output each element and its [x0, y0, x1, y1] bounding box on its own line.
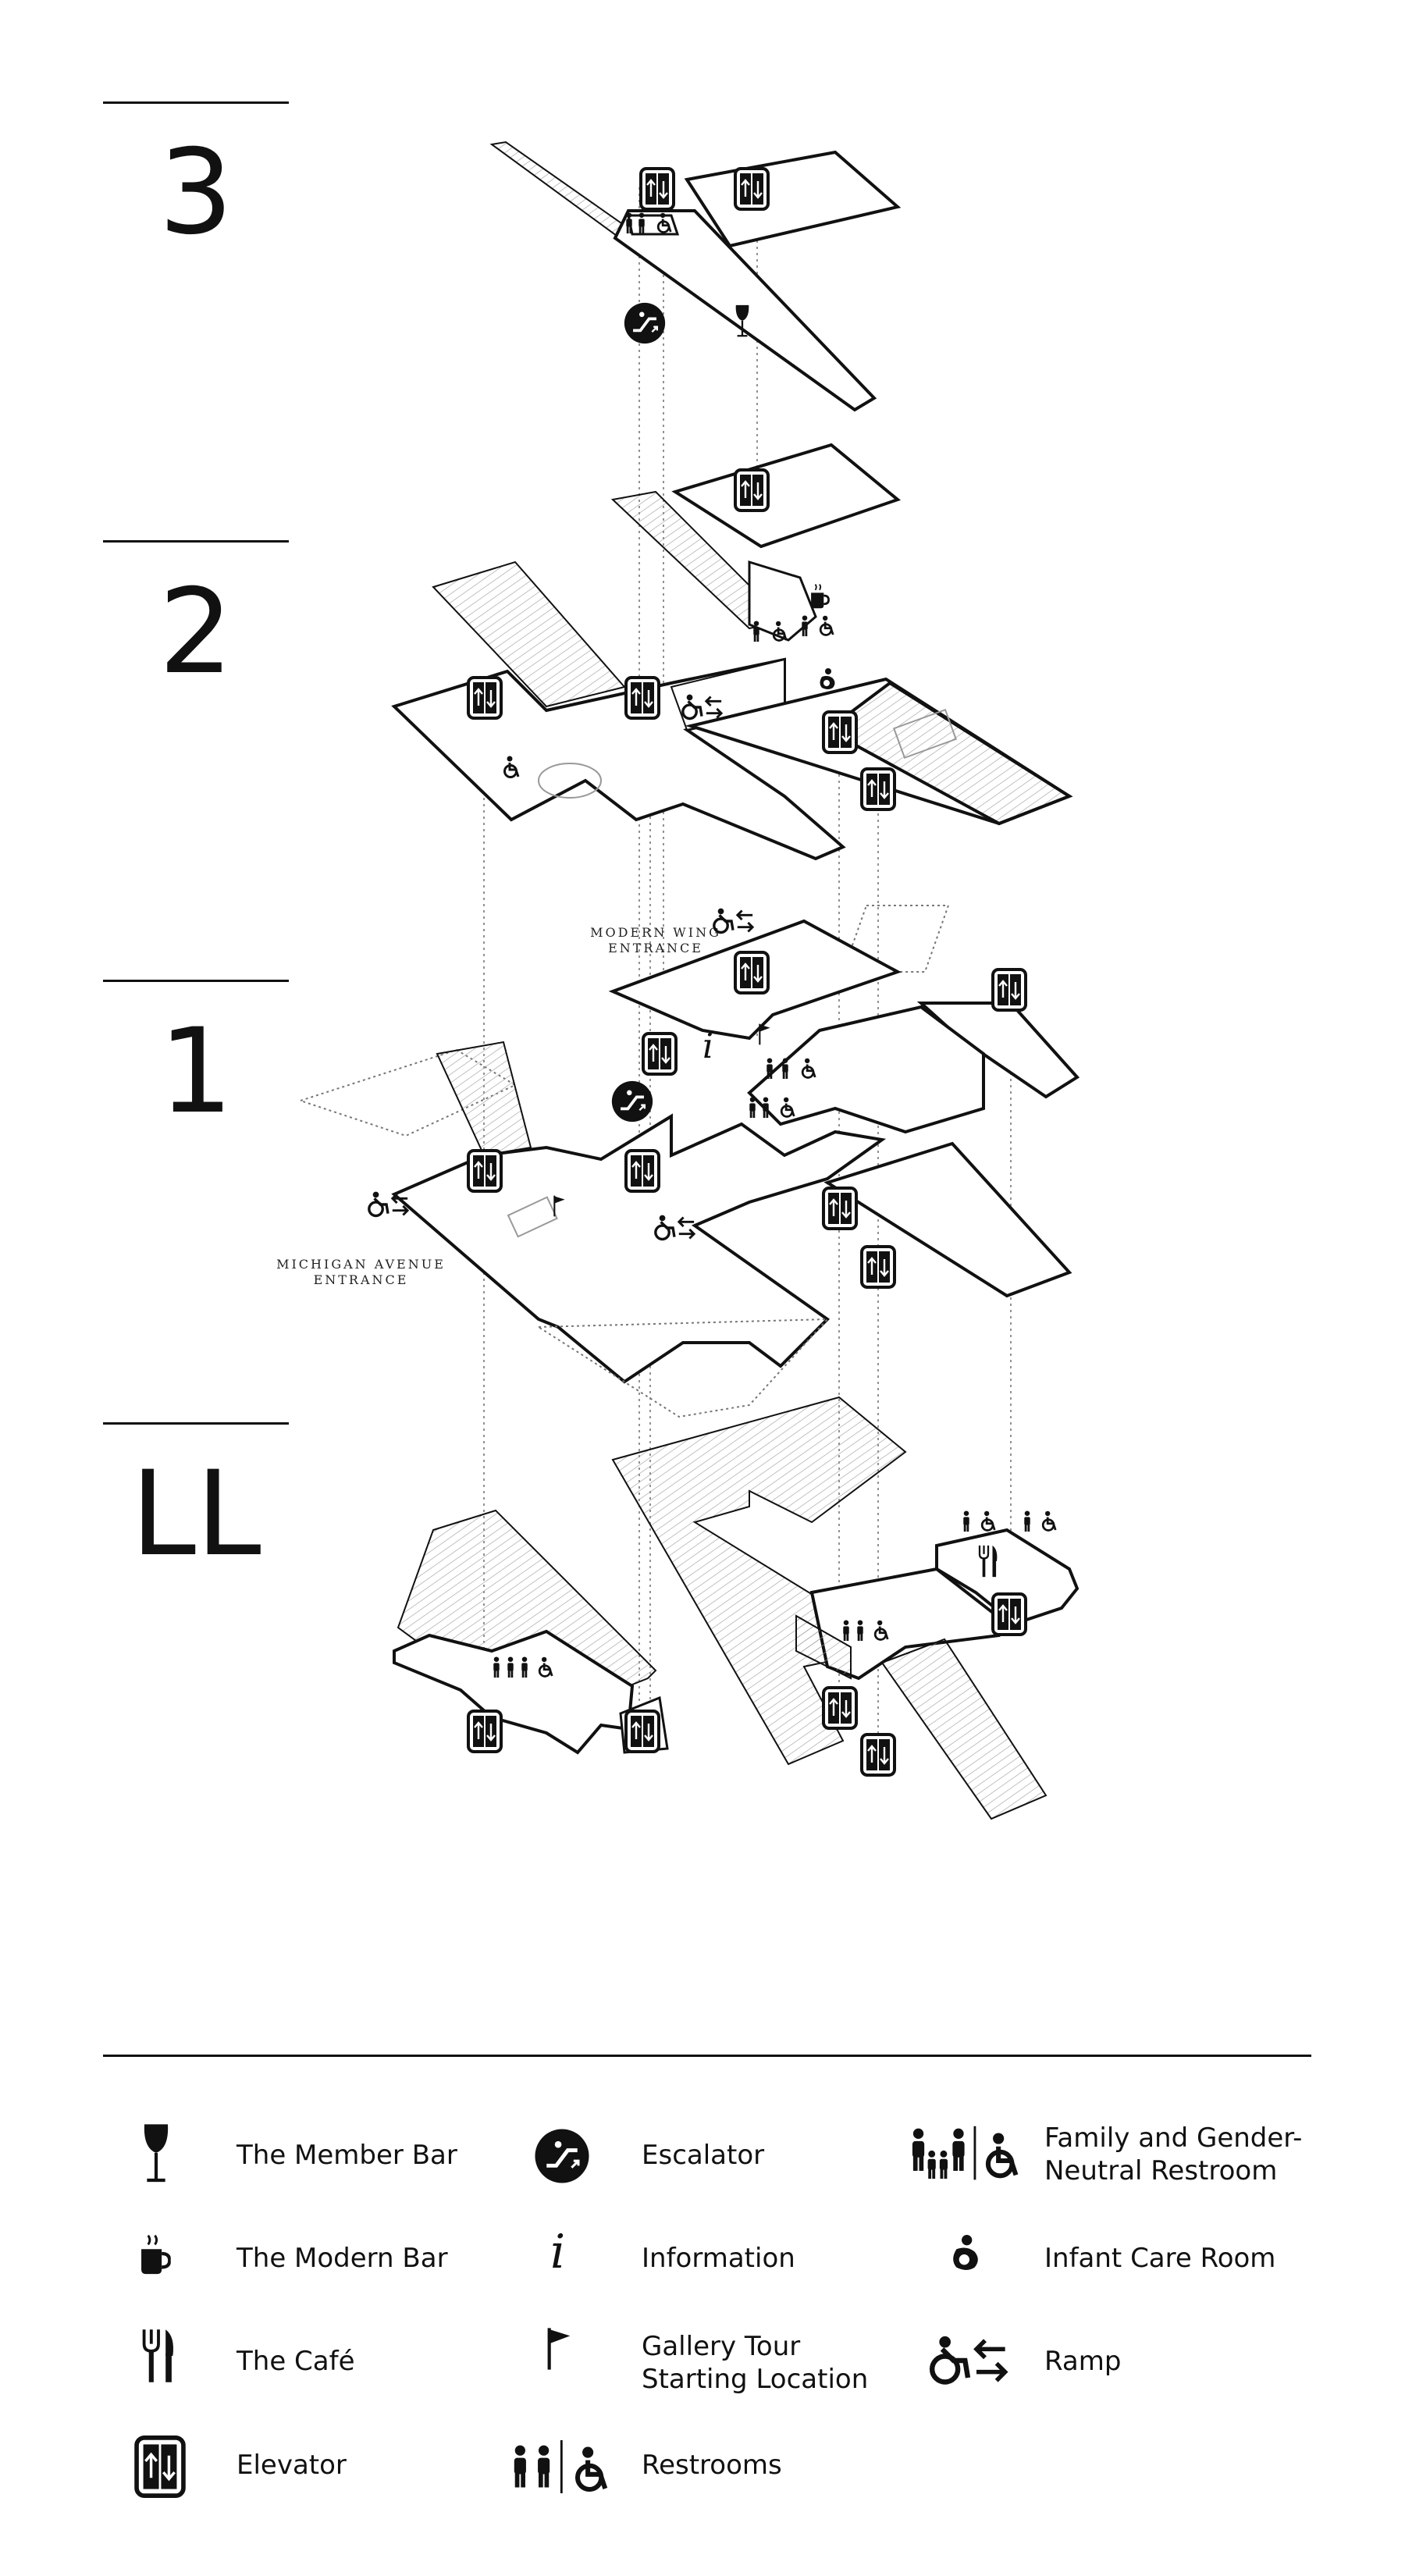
- map-elevator-icons: [467, 167, 1027, 1777]
- member-bar-icon: [140, 2122, 172, 2184]
- legend-infant-care: Infant Care Room: [1044, 2243, 1276, 2274]
- michigan-avenue-entrance-label: MICHIGAN AVENUE ENTRANCE: [276, 1257, 446, 1287]
- floor-3-rule: [103, 101, 289, 104]
- floor-1-rule: [103, 980, 289, 982]
- legend-restrooms: Restrooms: [642, 2450, 782, 2481]
- map-amenity-icons: i: [368, 212, 1057, 1678]
- information-icon: i: [550, 2225, 566, 2279]
- legend-family-restroom: Family and Gender- Neutral Restroom: [1044, 2122, 1303, 2186]
- modern-bar-icon: [137, 2231, 171, 2276]
- floor-ll-plan: [393, 1396, 1080, 1820]
- legend-elevator: Elevator: [237, 2450, 347, 2481]
- legend-ramp: Ramp: [1044, 2346, 1122, 2377]
- floor-1-plan: [297, 905, 1080, 1418]
- restrooms-icon: [514, 2439, 621, 2494]
- floor-3-plan: [489, 141, 902, 412]
- family-restroom-icon: [912, 2126, 1023, 2180]
- escalator-icon: [533, 2127, 591, 2185]
- floor-2-rule: [103, 540, 289, 543]
- floor-2-plan: [391, 443, 1073, 861]
- legend-member-bar: The Member Bar: [237, 2140, 457, 2171]
- legend-information: Information: [642, 2243, 795, 2274]
- legend-cafe: The Café: [237, 2346, 355, 2377]
- flag-icon: [544, 2325, 575, 2373]
- floor-plan-map: MODERN WING ENTRANCE MICHIGAN AVENUE ENT…: [276, 141, 1080, 1820]
- cafe-icon: [140, 2326, 176, 2386]
- ramp-icon: [925, 2334, 1011, 2387]
- legend-divider: [103, 2055, 1311, 2057]
- legend-escalator: Escalator: [642, 2140, 765, 2171]
- floor-3-label: 3: [158, 125, 233, 261]
- legend-modern-bar: The Modern Bar: [237, 2243, 448, 2274]
- floor-1-label: 1: [158, 1004, 233, 1140]
- modern-wing-entrance-label: MODERN WING ENTRANCE: [590, 925, 721, 955]
- legend-gallery-tour: Gallery Tour Starting Location: [642, 2331, 869, 2395]
- elevator-icon: [133, 2435, 187, 2498]
- infant-care-icon: [946, 2233, 985, 2276]
- floor-ll-label: LL: [130, 1446, 261, 1582]
- svg-text:i: i: [702, 1026, 713, 1066]
- floor-ll-rule: [103, 1422, 289, 1425]
- floor-2-label: 2: [158, 564, 233, 700]
